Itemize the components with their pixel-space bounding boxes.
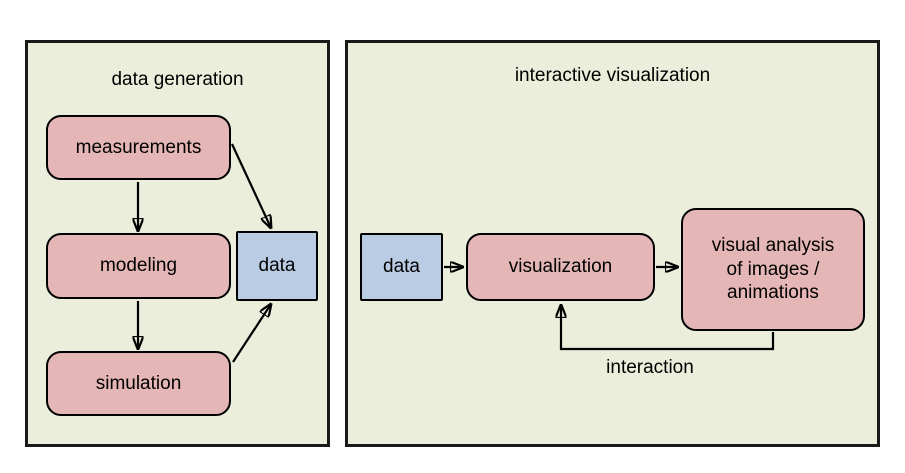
arrow-simulation-to-data xyxy=(232,304,271,363)
arrow-measurements-to-data xyxy=(231,143,271,228)
interactive-visualization-title: interactive visualization xyxy=(514,65,711,86)
panel-data-generation: data generation measurements modeling si… xyxy=(25,40,330,447)
node-simulation: simulation xyxy=(46,351,231,416)
data-generation-title: data generation xyxy=(111,69,244,90)
node-data-right: data xyxy=(360,233,443,301)
node-modeling: modeling xyxy=(46,233,231,299)
node-visual-analysis: visual analysis of images / animations xyxy=(681,208,865,331)
node-measurements: measurements xyxy=(46,115,231,180)
interaction-label: interaction xyxy=(606,357,694,378)
node-visualization: visualization xyxy=(466,233,655,301)
panel-interactive-visualization: interactive visualization data visualiza… xyxy=(345,40,880,447)
node-data-left: data xyxy=(236,231,318,301)
